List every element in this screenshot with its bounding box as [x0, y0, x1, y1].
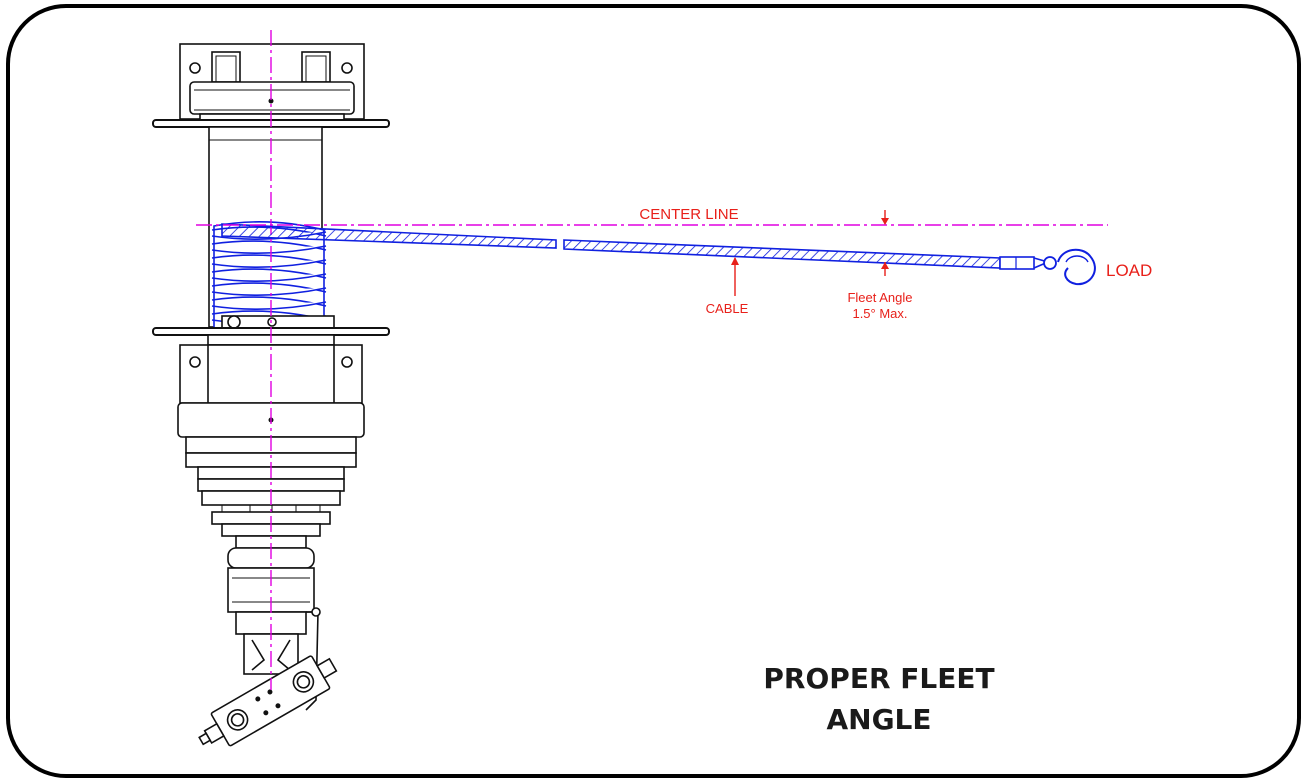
- top-mount-bracket: [179, 43, 365, 121]
- fleet-angle-dimension: [881, 210, 889, 276]
- cable-segment-left: [221, 223, 557, 249]
- fleet-angle-label: Fleet Angle: [847, 290, 912, 305]
- winch-assembly: [152, 30, 390, 747]
- fleet-angle-max-label: 1.5° Max.: [852, 306, 907, 321]
- load-label: LOAD: [1106, 261, 1152, 280]
- valve-block: [198, 655, 338, 747]
- center-line-label: CENTER LINE: [639, 206, 738, 223]
- cable-leader: [731, 257, 739, 296]
- diagram-frame: [6, 4, 1301, 778]
- cable-end-fitting: [999, 256, 1035, 270]
- cable-run: [221, 223, 1051, 270]
- diagram-title-line2: ANGLE: [826, 703, 931, 736]
- diagram-title-line1: PROPER FLEET: [763, 662, 994, 695]
- load-hook-icon: [1043, 248, 1096, 286]
- cable-label: CABLE: [706, 301, 749, 316]
